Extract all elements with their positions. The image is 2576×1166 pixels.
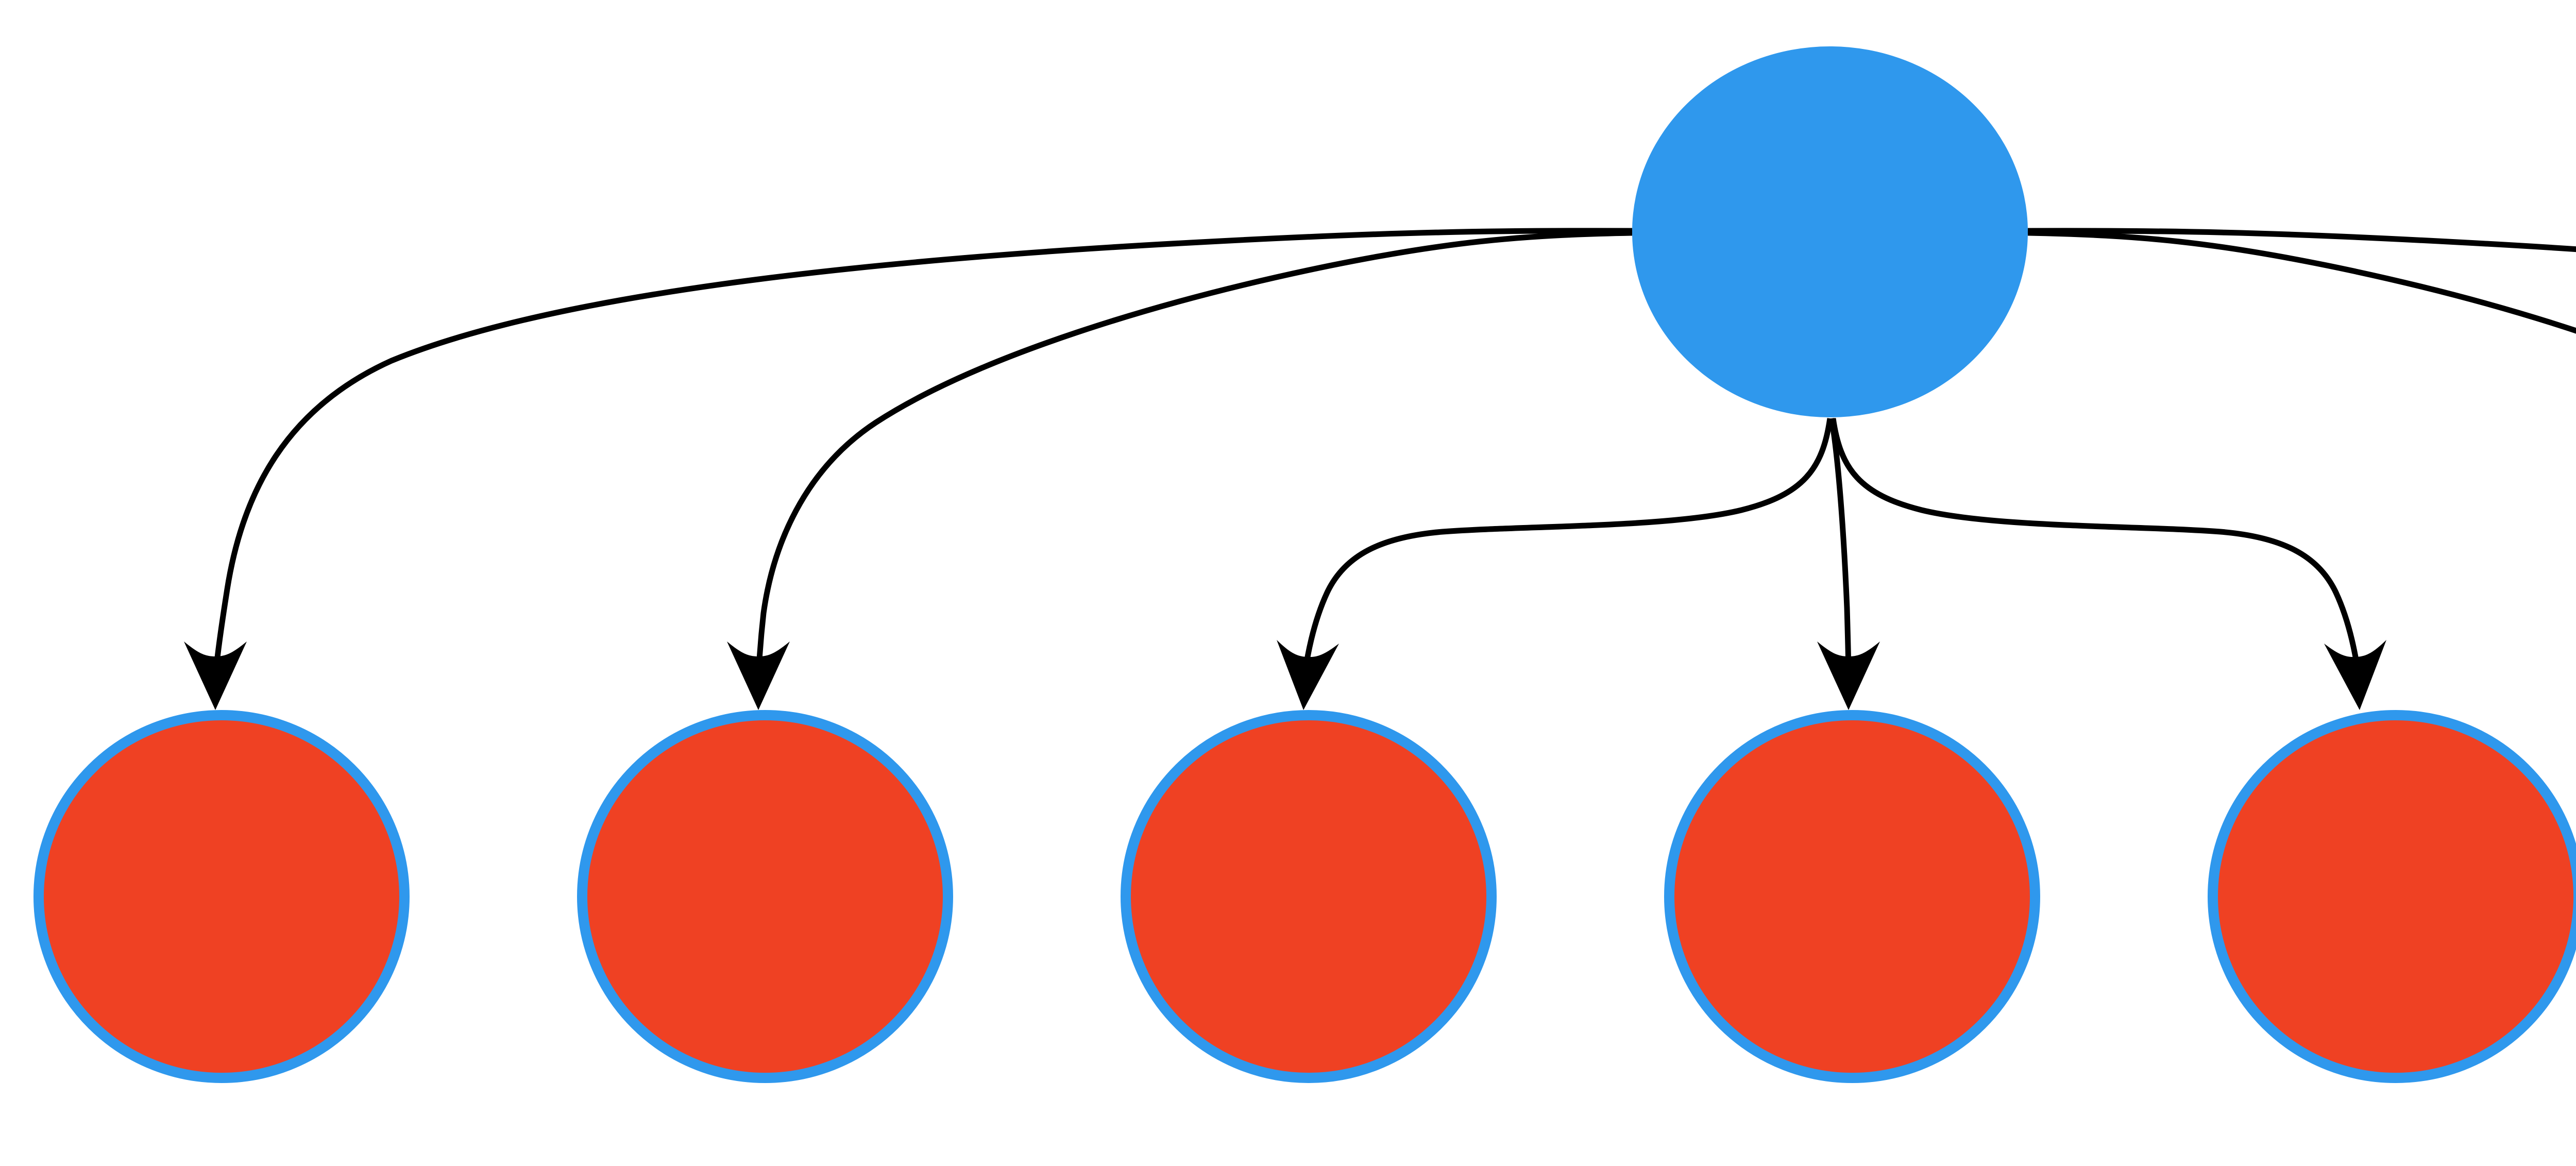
node-layer [33,46,2576,1083]
edge-root-to-leaf-4[interactable] [1817,418,1880,710]
edge-path-6 [2027,230,2576,334]
edge-root-to-leaf-1[interactable] [184,228,1633,710]
leaf-node-3[interactable] [1121,710,1497,1083]
arrowhead-4 [1817,641,1880,710]
arrowhead-3 [1277,640,1339,710]
edge-path-2 [755,230,1633,678]
edge-layer [184,228,2576,710]
leaf-node-2[interactable] [577,710,953,1083]
edge-root-to-leaf-5[interactable] [1830,418,2386,710]
edge-root-to-leaf-2[interactable] [727,230,1633,710]
leaf-node-4[interactable] [1664,710,2040,1083]
edge-root-to-ellipsis[interactable] [2027,228,2576,710]
edge-root-to-leaf-3[interactable] [1277,418,1833,710]
root-node[interactable] [1632,46,2028,417]
edge-path-3 [1301,418,1833,678]
edge-path-7 [2027,228,2576,252]
leaf-node-1[interactable] [33,710,410,1083]
edge-path-5 [1830,418,2362,678]
arrowhead-2 [727,641,790,710]
arrowhead-5 [2324,640,2386,710]
leaf-node-5[interactable] [2208,710,2576,1083]
arrowhead-1 [184,641,247,710]
edge-root-to-leaf-6[interactable] [2027,230,2576,710]
edge-path-1 [212,228,1633,678]
